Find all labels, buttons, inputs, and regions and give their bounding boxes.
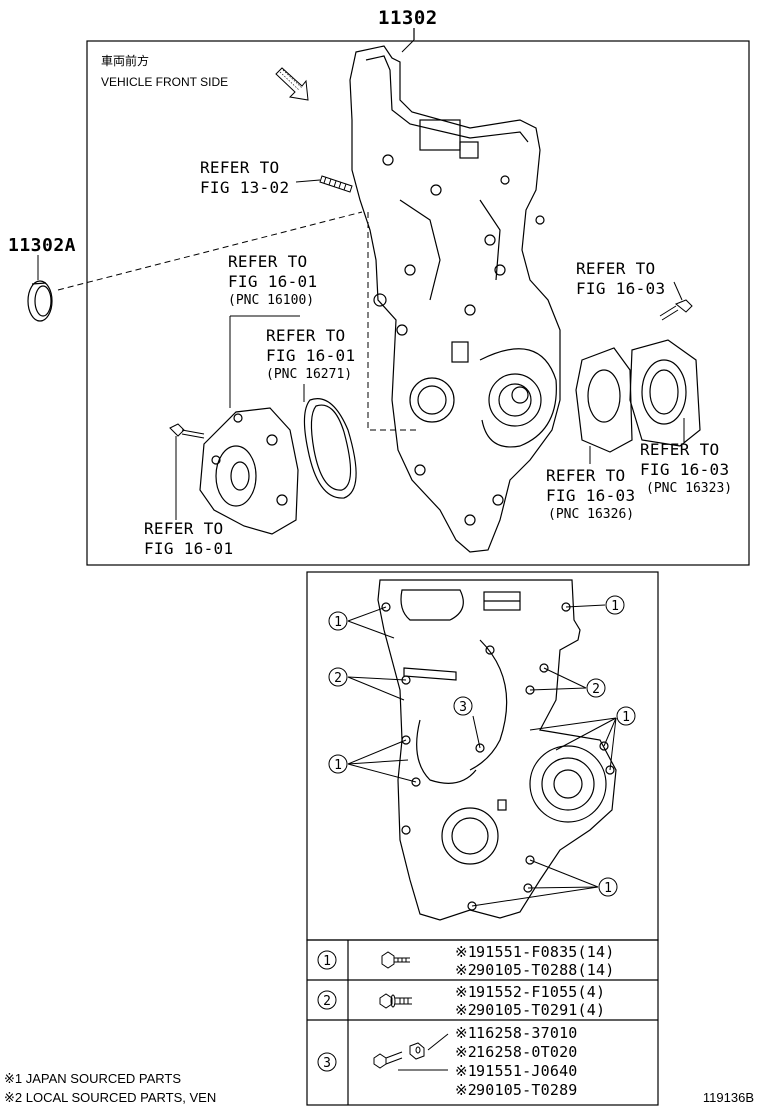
housing-bolt-drawing <box>659 299 693 321</box>
svg-text:90105-T0288(14): 90105-T0288(14) <box>476 961 614 979</box>
footnote-local: ※2 LOCAL SOURCED PARTS, VEN <box>4 1090 216 1105</box>
svg-text:91551-F0835(14): 91551-F0835(14) <box>476 943 614 961</box>
svg-text:(PNC 16271): (PNC 16271) <box>266 367 352 382</box>
refer-leader-housing-bolt <box>673 281 683 301</box>
svg-text:FIG 16-03: FIG 16-03 <box>640 460 729 479</box>
seal-dash-leader-2 <box>367 212 420 431</box>
refer-label-pnc16326: REFER TO FIG 16-03 (PNC 16326) <box>546 466 635 522</box>
svg-text:REFER TO: REFER TO <box>576 259 655 278</box>
callout-2-right: 2 <box>586 678 606 698</box>
main-part-leader-2 <box>401 39 415 53</box>
svg-text:FIG 13-02: FIG 13-02 <box>200 178 289 197</box>
refer-leader-fig13-02 <box>295 179 321 183</box>
refer-label-pump-bolt: REFER TO FIG 16-01 <box>144 519 233 558</box>
svg-text:(PNC 16100): (PNC 16100) <box>228 293 314 308</box>
svg-text:※1: ※1 <box>455 943 477 961</box>
water-pump-drawing <box>199 407 299 535</box>
refer-label-housing-bolt: REFER TO FIG 16-03 <box>576 259 665 298</box>
table-row-1: 1 ※1 91551-F0835(14) ※2 90105-T0288(14) <box>317 943 614 979</box>
refer-label-fig13-02: REFER TO FIG 13-02 <box>200 158 289 197</box>
svg-text:1: 1 <box>622 710 630 725</box>
svg-text:2: 2 <box>592 682 600 697</box>
flange-bolt-icon <box>379 993 412 1009</box>
refer-label-pnc16271: REFER TO FIG 16-01 (PNC 16271) <box>266 326 355 382</box>
orientation-label-jp: 車両前方 <box>101 53 149 68</box>
svg-text:※2: ※2 <box>455 961 477 979</box>
timing-chain-cover-drawing <box>349 45 561 553</box>
svg-text:91551-J0640: 91551-J0640 <box>476 1062 578 1080</box>
svg-text:1: 1 <box>334 615 342 630</box>
svg-text:3: 3 <box>323 1056 331 1071</box>
water-inlet-housing-drawing <box>629 339 701 447</box>
svg-text:※1: ※1 <box>455 1062 477 1080</box>
seal-dash-leader <box>57 211 363 291</box>
svg-text:FIG 16-01: FIG 16-01 <box>144 539 233 558</box>
callout-3: 3 <box>453 696 473 716</box>
svg-text:FIG 16-03: FIG 16-03 <box>576 279 665 298</box>
svg-text:1: 1 <box>334 758 342 773</box>
svg-text:FIG 16-01: FIG 16-01 <box>228 272 317 291</box>
svg-text:FIG 16-03: FIG 16-03 <box>546 486 635 505</box>
svg-text:REFER TO: REFER TO <box>228 252 307 271</box>
svg-text:1: 1 <box>611 599 619 614</box>
svg-text:※1: ※1 <box>455 983 477 1001</box>
svg-text:REFER TO: REFER TO <box>640 440 719 459</box>
svg-text:3: 3 <box>459 700 467 715</box>
svg-text:※1: ※1 <box>455 1024 477 1042</box>
callout-1-top-left: 1 <box>328 611 348 631</box>
refer-label-pnc16100: REFER TO FIG 16-01 (PNC 16100) <box>228 252 317 308</box>
callout-1-mid-left: 1 <box>328 754 348 774</box>
oil-seal-drawing <box>27 280 53 322</box>
svg-text:※2: ※2 <box>455 1001 477 1019</box>
svg-text:2: 2 <box>323 994 331 1009</box>
svg-text:※2: ※2 <box>455 1043 477 1061</box>
stud-and-nut-icon <box>373 1033 449 1071</box>
cover-front-view-drawing <box>377 579 617 921</box>
orientation-label-en: VEHICLE FRONT SIDE <box>101 75 228 89</box>
pump-bolt-drawing <box>169 423 205 439</box>
callout-1-bottom-right: 1 <box>598 877 618 897</box>
callout-2-left: 2 <box>328 667 348 687</box>
svg-text:REFER TO: REFER TO <box>144 519 223 538</box>
svg-text:REFER TO: REFER TO <box>266 326 345 345</box>
svg-text:16258-0T020: 16258-0T020 <box>476 1043 578 1061</box>
front-direction-arrow-icon <box>275 67 309 101</box>
fastener-table <box>306 939 659 1106</box>
svg-text:1: 1 <box>323 954 331 969</box>
thermostat-gasket-drawing <box>575 347 633 453</box>
callout-leaders <box>347 604 617 907</box>
gasket-drawing <box>303 398 357 499</box>
table-row-3: 3 ※1 16258-37010 ※2 16258-0T020 ※1 91551… <box>317 1024 578 1099</box>
svg-text:※2: ※2 <box>455 1081 477 1099</box>
svg-text:(PNC 16326): (PNC 16326) <box>548 507 634 522</box>
svg-text:FIG 16-01: FIG 16-01 <box>266 346 355 365</box>
callout-1-mid-right: 1 <box>616 706 636 726</box>
main-part-number: 11302 <box>378 7 438 29</box>
svg-text:2: 2 <box>334 671 342 686</box>
svg-text:90105-T0289: 90105-T0289 <box>476 1081 578 1099</box>
svg-text:90105-T0291(4): 90105-T0291(4) <box>476 1001 605 1019</box>
table-row-2: 2 ※1 91552-F1055(4) ※2 90105-T0291(4) <box>317 983 605 1019</box>
callout-1-top-right: 1 <box>605 595 625 615</box>
svg-text:1: 1 <box>604 881 612 896</box>
seal-part-number: 11302A <box>8 235 76 256</box>
bolt-icon <box>381 951 410 969</box>
exploded-view-frame <box>86 40 750 566</box>
footnote-japan: ※1 JAPAN SOURCED PARTS <box>4 1071 181 1086</box>
refer-label-pnc16323: REFER TO FIG 16-03 (PNC 16323) <box>640 440 732 496</box>
stud-bolt-drawing <box>319 175 353 193</box>
figure-id: 119136B <box>703 1090 754 1105</box>
svg-text:91552-F1055(4): 91552-F1055(4) <box>476 983 605 1001</box>
svg-text:16258-37010: 16258-37010 <box>476 1024 578 1042</box>
svg-text:REFER TO: REFER TO <box>200 158 279 177</box>
svg-text:REFER TO: REFER TO <box>546 466 625 485</box>
svg-text:(PNC 16323): (PNC 16323) <box>646 481 732 496</box>
